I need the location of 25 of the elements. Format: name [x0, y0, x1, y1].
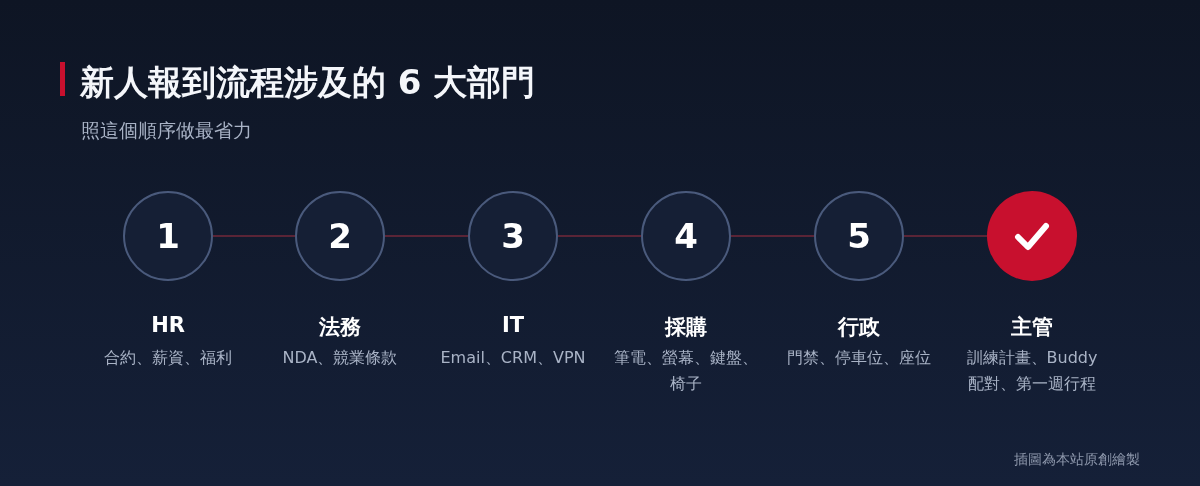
department-name: 採購 — [663, 314, 708, 341]
department-name: 主管 — [1010, 314, 1054, 341]
department-name: HR — [150, 313, 186, 337]
department-name: 行政 — [836, 314, 881, 341]
connector-line — [384, 235, 469, 237]
connector-line — [903, 235, 988, 237]
step-number: 1 — [156, 216, 180, 256]
connector-line — [730, 235, 815, 237]
department-name: IT — [500, 313, 526, 337]
step-number: 5 — [847, 216, 871, 256]
department-tasks: Email、CRM、VPN — [439, 347, 587, 369]
department-tasks: 合約、薪資、福利 — [103, 347, 233, 369]
connector-line — [557, 235, 642, 237]
step-number: 2 — [328, 216, 352, 256]
department-tasks: 門禁、停車位、座位 — [786, 347, 932, 369]
step-number: 4 — [674, 216, 698, 256]
step-number: 3 — [501, 216, 525, 256]
title: 新人報到流程涉及的 6 大部門 — [80, 61, 536, 104]
subtitle: 照這個順序做最省力 — [81, 118, 252, 143]
credit-note: 插圖為本站原創繪製 — [1014, 451, 1140, 469]
department-tasks: 筆電、螢幕、鍵盤、椅子 — [613, 347, 759, 395]
department-tasks: 訓練計畫、Buddy 配對、第一週行程 — [965, 347, 1099, 395]
department-name: 法務 — [318, 314, 362, 341]
connector-line — [212, 235, 296, 237]
department-tasks: NDA、競業條款 — [281, 347, 399, 369]
